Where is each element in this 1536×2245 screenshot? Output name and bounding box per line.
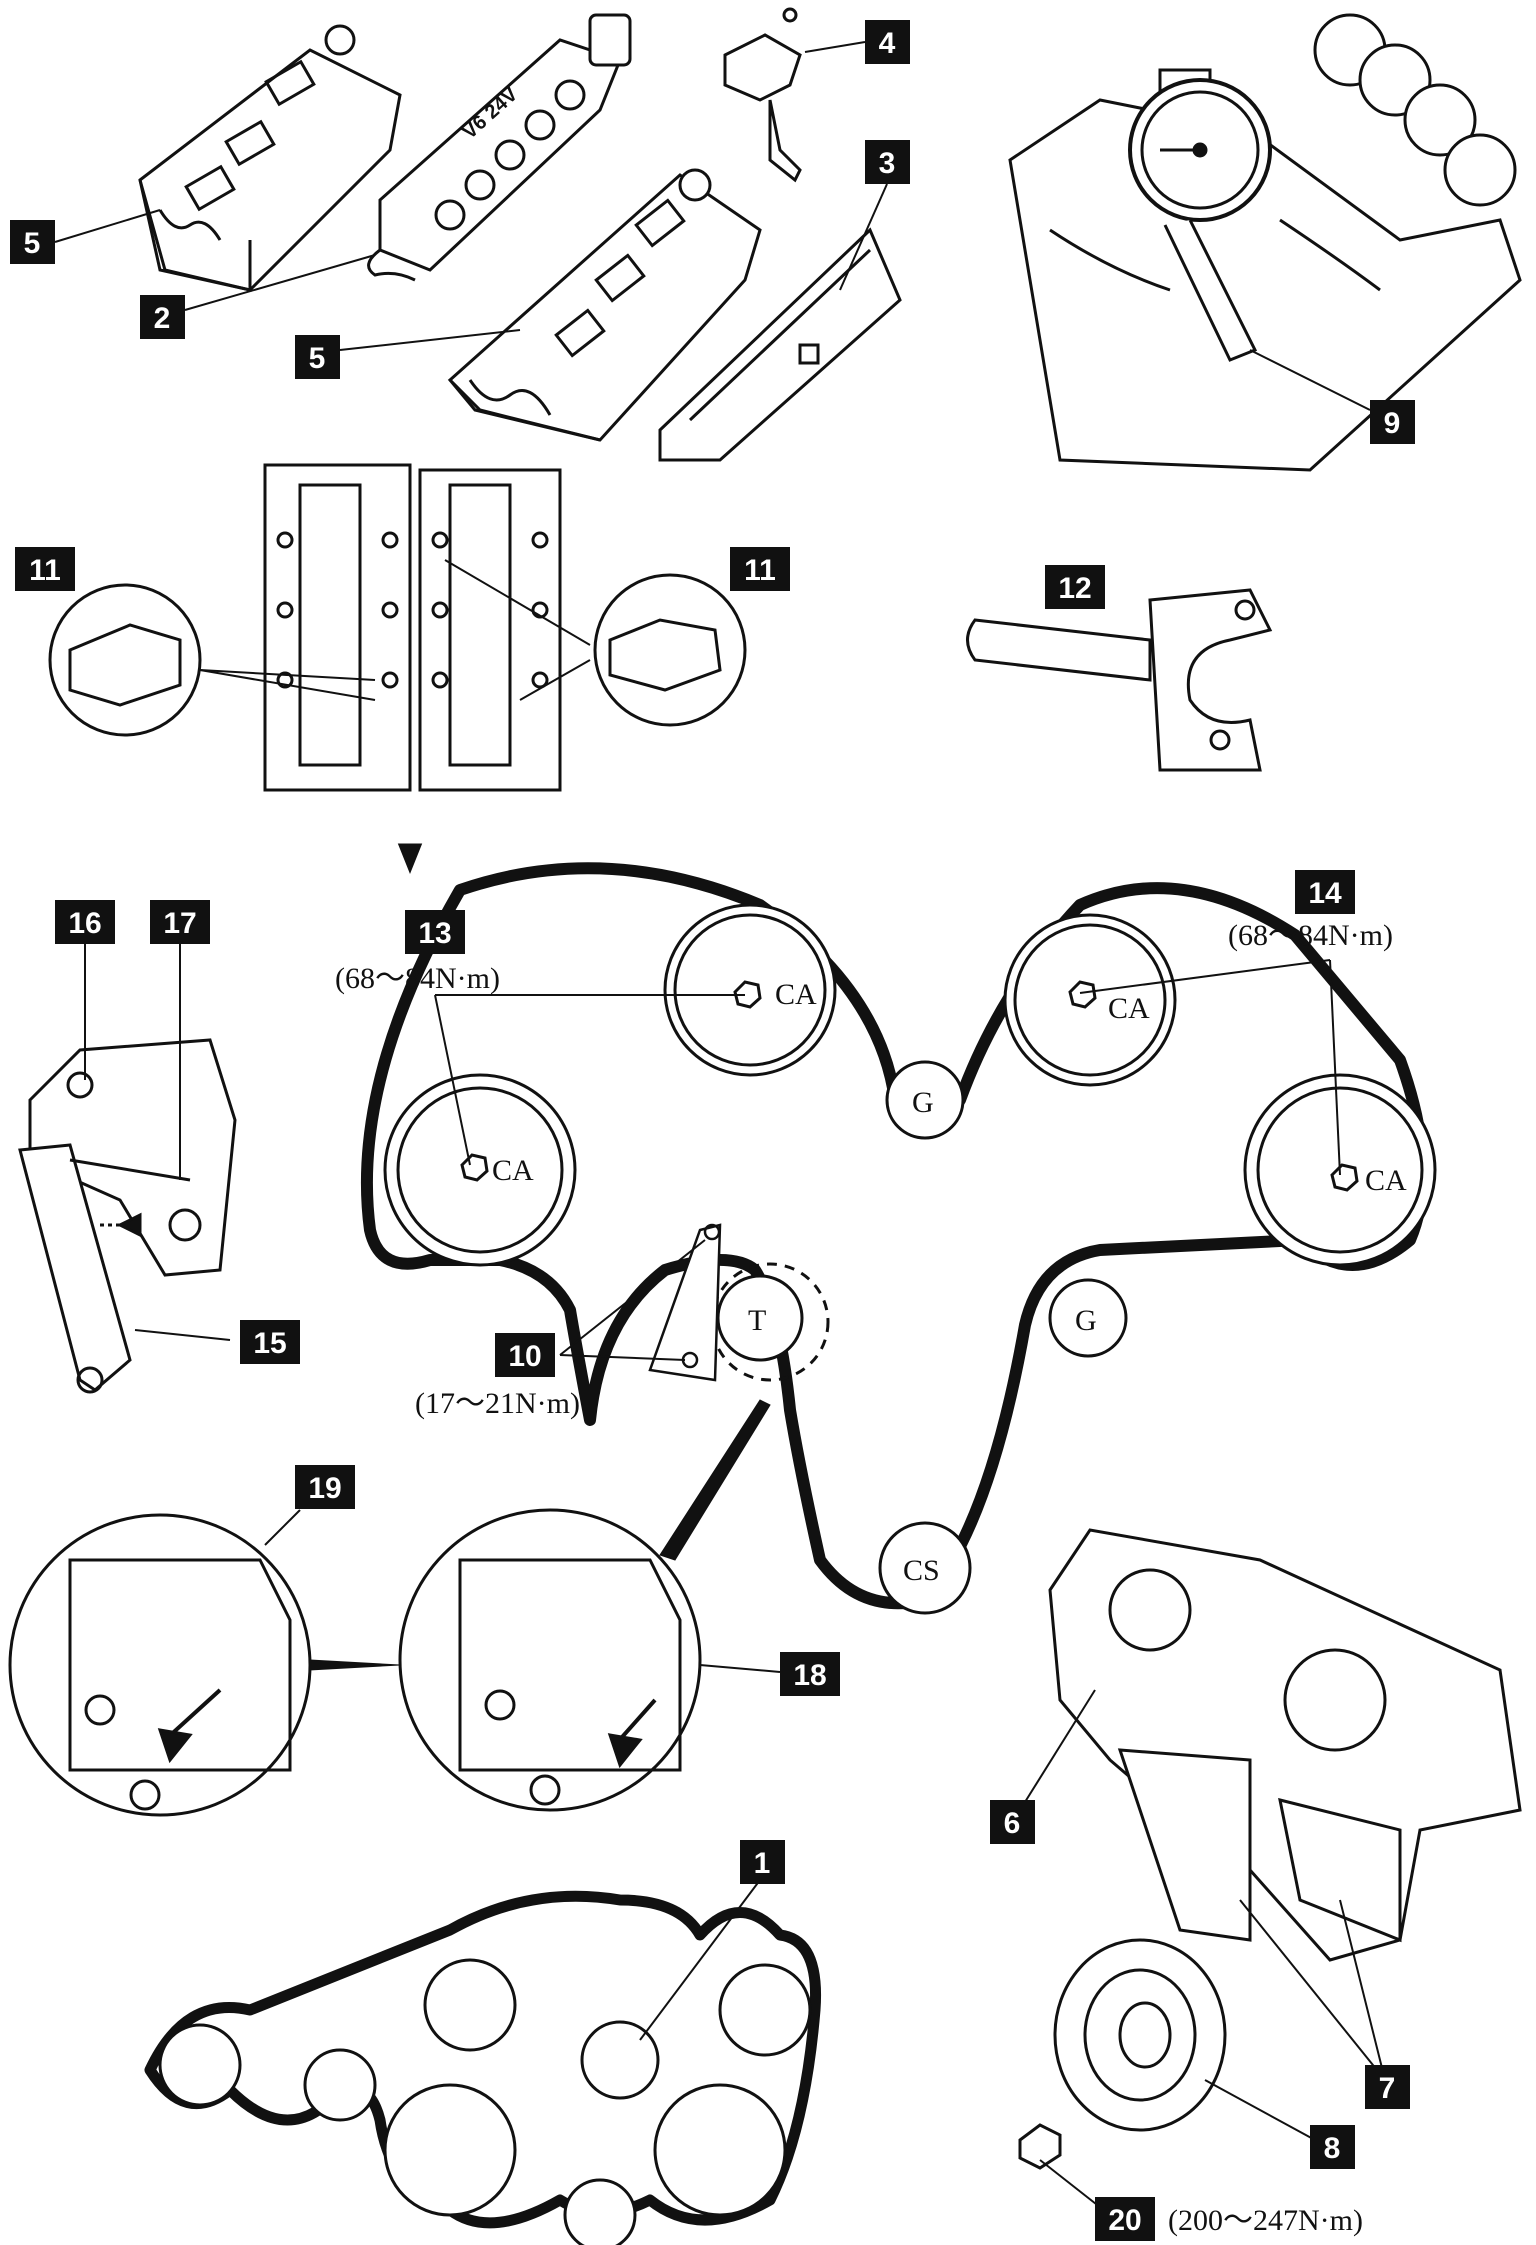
callout-3: 3 (839, 140, 910, 291)
torque-13: (68～84N·m) (335, 962, 500, 995)
svg-text:2: 2 (154, 302, 171, 335)
svg-text:14: 14 (1308, 877, 1342, 910)
svg-text:15: 15 (253, 1327, 286, 1360)
callout-8: 8 (1310, 2125, 1355, 2169)
callout-11-left: 11 (15, 547, 75, 591)
svg-text:7: 7 (1379, 2072, 1396, 2105)
pulley-label-ca-4: CA (1365, 1164, 1407, 1197)
callout-5-mid: 5 (295, 329, 521, 379)
svg-text:8: 8 (1324, 2132, 1341, 2165)
svg-text:1: 1 (754, 1847, 771, 1880)
hex-bolt-marks (460, 980, 1359, 1192)
callout-1: 1 (740, 1840, 785, 1884)
callout-15: 15 (240, 1320, 300, 1364)
bearing-cap-plates (263, 463, 562, 875)
intake-manifold: V6 24V (367, 13, 632, 282)
pulley-cs (878, 1521, 972, 1615)
sprocket-connectors (309, 1399, 771, 1671)
accessory-pulleys (158, 1958, 812, 2245)
crank-pulley (1018, 1938, 1227, 2170)
callout-11-right: 11 (730, 547, 790, 591)
svg-text:4: 4 (879, 27, 896, 60)
callout-19: 19 (264, 1465, 355, 1546)
svg-text:19: 19 (308, 1472, 341, 1505)
leader-1 (639, 1879, 761, 2041)
pulley-label-t: T (748, 1304, 766, 1337)
svg-text:5: 5 (309, 342, 326, 375)
svg-text:6: 6 (1004, 1807, 1021, 1840)
callout-tags: 4 3 5 2 5 9 11 (10, 20, 1415, 2241)
pulley-ca-left-upper (663, 903, 837, 1077)
callout-13: 13 (405, 910, 465, 954)
leader-lines (84, 920, 1341, 1361)
svg-text:11: 11 (29, 554, 61, 587)
callout-17: 17 (150, 900, 210, 944)
pulley-g-upper (885, 1060, 965, 1140)
sprocket-detail-right (398, 1508, 702, 1812)
tensioner-tool (18, 1038, 237, 1394)
svg-text:5: 5 (24, 227, 41, 260)
cap-detail-right (444, 559, 747, 727)
callout-14: 14 (1295, 870, 1355, 914)
svg-text:9: 9 (1384, 407, 1401, 440)
svg-text:3: 3 (879, 147, 896, 180)
callout-9: 9 (1249, 349, 1415, 444)
svg-text:16: 16 (68, 907, 101, 940)
callout-7: 7 (1365, 2065, 1410, 2109)
callout-16: 16 (55, 900, 115, 944)
pulley-label-g-2: G (1075, 1304, 1097, 1337)
callout-4: 4 (804, 20, 910, 64)
pulley-label-ca-3: CA (492, 1154, 534, 1187)
callout-18: 18 (699, 1652, 840, 1696)
pulley-label-cs: CS (903, 1554, 940, 1587)
svg-text:10: 10 (508, 1340, 541, 1373)
svg-text:18: 18 (793, 1659, 826, 1692)
lower-timing-cover (1048, 1528, 1522, 1962)
callout-20: 20 (1095, 2197, 1155, 2241)
cap-detail-left (48, 583, 376, 737)
pulley-label-ca-2: CA (1108, 992, 1150, 1025)
head-cover-right (447, 168, 762, 442)
svg-text:12: 12 (1058, 572, 1091, 605)
callout-12: 12 (1045, 565, 1105, 609)
dial-gauge-view (1008, 13, 1522, 472)
pulley-g-lower (1048, 1278, 1128, 1358)
pulley-label-ca-1: CA (775, 978, 817, 1011)
pulley-label-g-1: G (912, 1086, 934, 1119)
svg-text:13: 13 (418, 917, 451, 950)
tensioner-bracket (648, 1223, 722, 1382)
svg-text:20: 20 (1108, 2204, 1141, 2237)
camshaft-holder-tool (966, 588, 1273, 772)
torque-14: (68～84N·m) (1228, 919, 1393, 952)
head-cover-left (138, 24, 402, 292)
callout-10: 10 (495, 1333, 555, 1377)
timing-cover-upper (658, 227, 902, 462)
torque-20: (200～247N·m) (1168, 2204, 1363, 2237)
svg-text:11: 11 (744, 554, 776, 587)
svg-text:17: 17 (163, 907, 196, 940)
pulley-ca-right-upper (1003, 913, 1177, 1087)
callout-6: 6 (990, 1800, 1035, 1844)
sprocket-detail-left (8, 1513, 312, 1817)
torque-10: (17～21N·m) (415, 1387, 580, 1420)
pulley-t (710, 1262, 830, 1382)
callout-2: 2 (140, 254, 376, 339)
ignition-coil (723, 7, 802, 183)
pulley-ca-left-lower (383, 1073, 577, 1267)
callout-5-top: 5 (10, 209, 161, 264)
